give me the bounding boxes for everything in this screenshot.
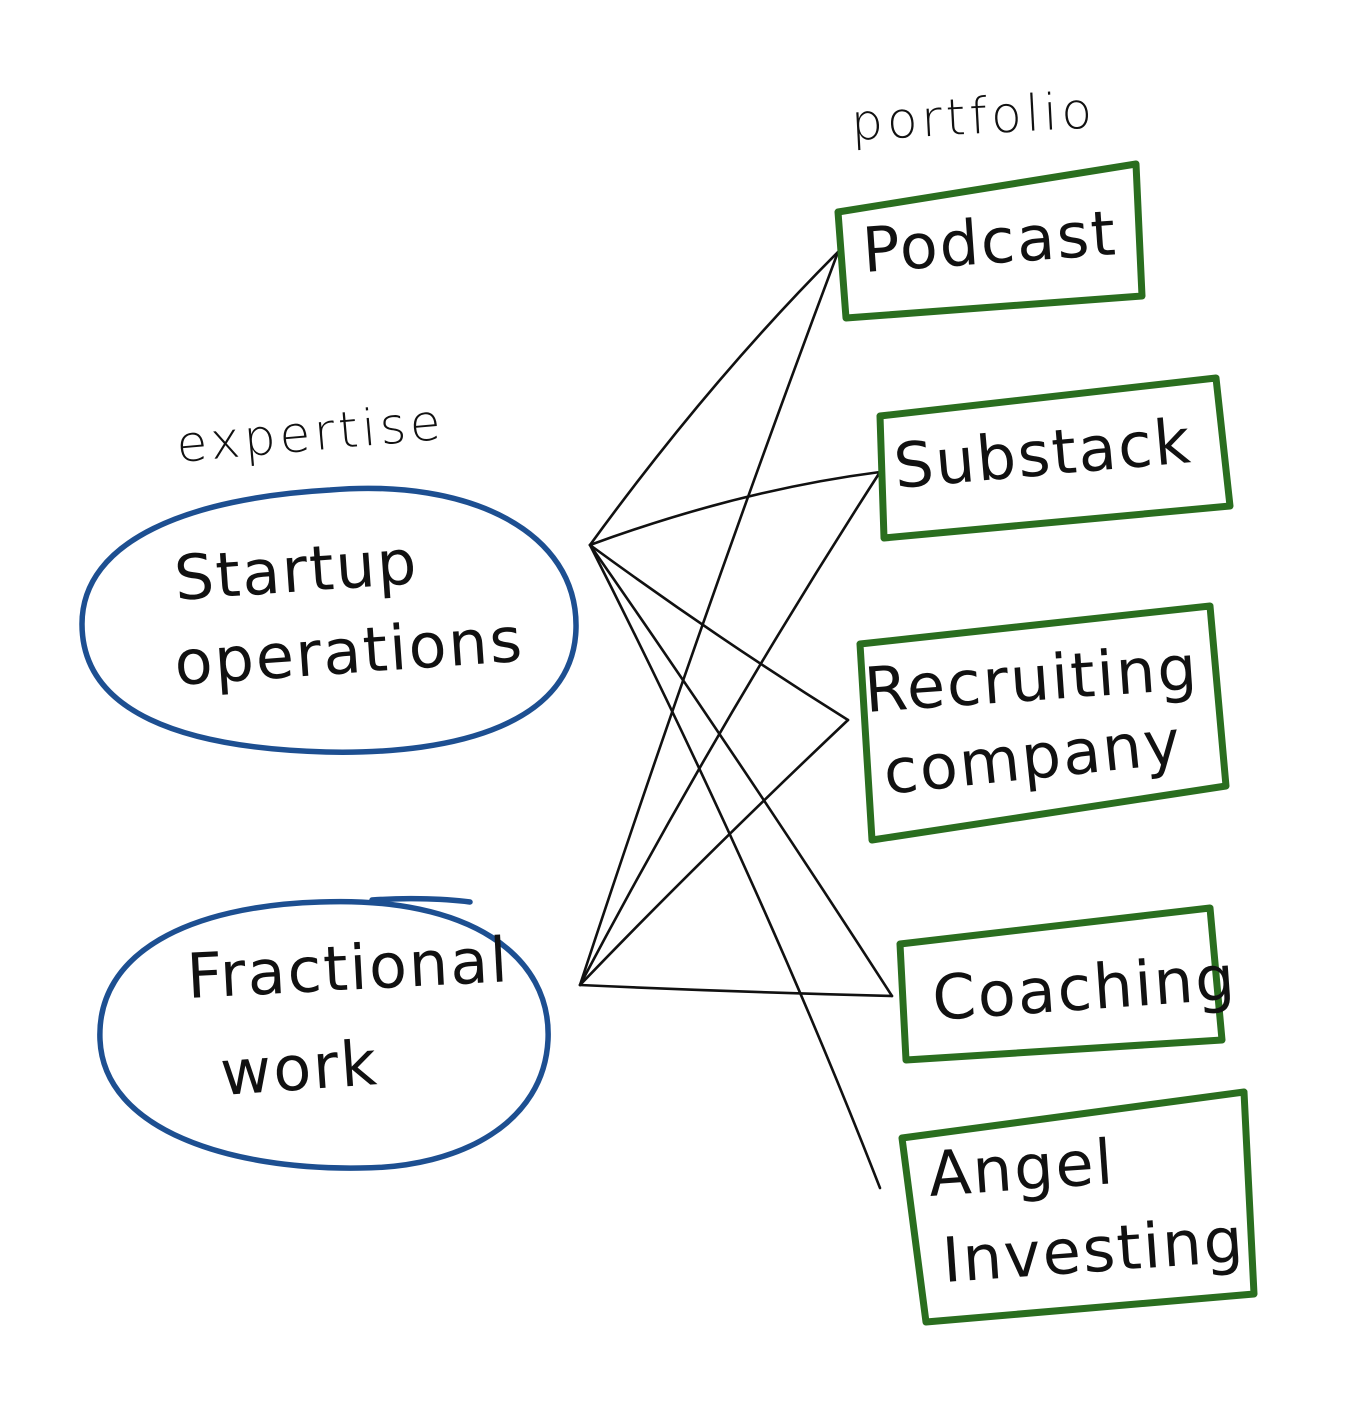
recruiting-company-box xyxy=(856,602,1230,844)
fractional-work-label-line2: work xyxy=(218,1026,381,1110)
connection-startup-coaching xyxy=(588,543,894,998)
coaching-label: Coaching xyxy=(930,941,1239,1035)
expertise-heading: expertise xyxy=(174,393,447,474)
connection-fractional-podcast xyxy=(578,250,840,987)
connection-startup-podcast xyxy=(588,250,840,547)
fractional-work-outline-overstroke xyxy=(369,895,473,905)
substack-label: Substack xyxy=(891,404,1195,503)
fractional-work-outline xyxy=(97,898,551,1171)
podcast-label: Podcast xyxy=(860,196,1120,287)
connection-startup-angel xyxy=(588,543,882,1190)
connection-fractional-recruiting xyxy=(578,718,850,987)
substack-box xyxy=(876,374,1234,542)
angel-investing-label-line1: Angel xyxy=(926,1125,1117,1211)
connection-fractional-substack xyxy=(578,470,882,987)
expertise-node-startup-operations: Startup operations xyxy=(79,485,579,755)
connection-fractional-coaching xyxy=(578,983,894,998)
startup-operations-label-line2: operations xyxy=(172,603,526,700)
startup-operations-outline xyxy=(79,485,579,755)
connection-lines xyxy=(578,250,894,1190)
startup-operations-label-line1: Startup xyxy=(172,525,421,615)
expertise-node-fractional-work: Fractional work xyxy=(97,895,551,1171)
coaching-box xyxy=(896,904,1226,1064)
portfolio-node-angel-investing: Angel Investing xyxy=(898,1088,1258,1326)
connection-startup-recruiting xyxy=(588,543,850,722)
podcast-box xyxy=(834,160,1146,322)
fractional-work-label-line1: Fractional xyxy=(185,923,511,1013)
portfolio-node-podcast: Podcast xyxy=(834,160,1146,322)
portfolio-node-recruiting-company: Recruiting company xyxy=(856,602,1230,844)
portfolio-node-substack: Substack xyxy=(876,374,1234,542)
angel-investing-label-line2: Investing xyxy=(940,1203,1247,1297)
angel-investing-box xyxy=(898,1088,1258,1326)
portfolio-heading: portfolio xyxy=(850,81,1098,152)
connection-startup-substack xyxy=(588,470,882,547)
portfolio-node-coaching: Coaching xyxy=(896,904,1239,1064)
